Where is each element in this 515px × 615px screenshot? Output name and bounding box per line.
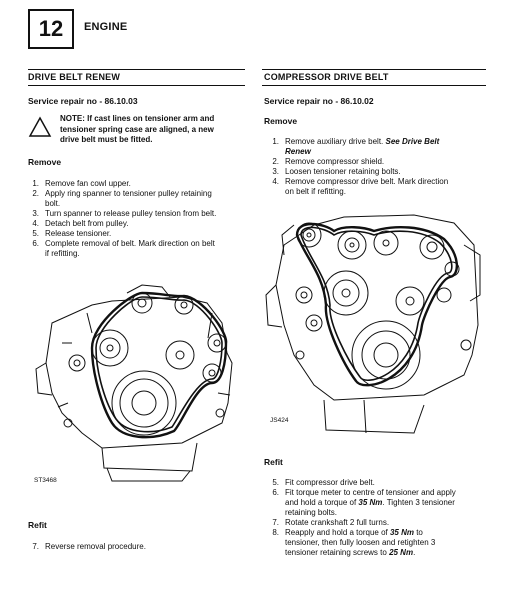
right-figure-label: JS424: [270, 417, 289, 424]
right-refit-steps: 5. Fit compressor drive belt. 6. Fit tor…: [264, 478, 490, 558]
step-item: 4. Detach belt from pulley.: [24, 219, 245, 229]
drive-belt-figure: [35, 284, 233, 482]
step-number: 3.: [272, 167, 279, 176]
step-line: if refitting.: [45, 249, 80, 258]
left-refit-label: Refit: [28, 520, 47, 530]
right-step-5: 5. Fit compressor drive belt.: [272, 478, 375, 487]
step-number: 3.: [32, 209, 39, 218]
step-line: Complete removal of belt. Mark direction…: [45, 239, 215, 248]
step-text: Loosen tensioner retaining bolts.: [285, 167, 490, 177]
step-line: Turn spanner to release pulley tension f…: [45, 209, 217, 218]
right-step-8: 8. Reapply and hold a torque of 35 Nm to…: [272, 528, 436, 557]
header-rule-right: [262, 69, 486, 70]
note-line-1: If cast lines on tensioner arm and: [84, 114, 215, 123]
step-line: Remove compressor drive belt. Mark direc…: [285, 177, 449, 186]
right-remove-label: Remove: [264, 116, 298, 126]
step-item: 3. Loosen tensioner retaining bolts.: [264, 167, 490, 177]
right-title: COMPRESSOR DRIVE BELT: [264, 72, 389, 82]
left-title-rule: [28, 85, 245, 86]
right-step-1: 1. Remove auxiliary drive belt. See Driv…: [272, 137, 440, 156]
step-item: 3. Turn spanner to release pulley tension…: [24, 209, 245, 219]
step-item: 7. Reverse removal procedure.: [24, 542, 245, 552]
step-text: Detach belt from pulley.: [45, 219, 245, 229]
left-title: DRIVE BELT RENEW: [28, 72, 121, 82]
step-text: Apply ring spanner to tensioner pulley r…: [45, 189, 245, 209]
step-line: Remove fan cowl upper.: [45, 179, 131, 188]
step-line: Reverse removal procedure.: [45, 542, 146, 551]
left-service-repair: Service repair no - 86.10.03: [28, 96, 138, 106]
left-remove-label: Remove: [28, 157, 62, 167]
right-refit-label: Refit: [264, 457, 283, 467]
header-rule-left: [28, 69, 245, 70]
step-number: 4.: [32, 219, 39, 228]
note-line-2: tensioner spring case are aligned, a new: [60, 124, 214, 134]
step-number: 2.: [32, 189, 39, 198]
step-line: bolt.: [45, 199, 61, 208]
left-refit-steps: 7. Reverse removal procedure.: [24, 542, 245, 552]
step-item: 2. Apply ring spanner to tensioner pulley…: [24, 189, 245, 209]
warning-triangle-icon: [28, 116, 52, 137]
section-title: ENGINE: [84, 21, 128, 33]
step-text: Release tensioner.: [45, 229, 245, 239]
left-figure-label: ST3468: [34, 477, 57, 484]
right-step-7: 7. Rotate crankshaft 2 full turns.: [272, 518, 390, 527]
note-prefix: NOTE:: [60, 114, 85, 123]
right-remove-steps: 1. Remove auxiliary drive belt. See Driv…: [264, 137, 490, 197]
cross-reference-link[interactable]: See Drive Belt: [385, 137, 440, 146]
step-item: 2. Remove compressor shield.: [264, 157, 490, 167]
step-text: Remove compressor drive belt. Mark direc…: [285, 177, 490, 197]
step-item: 5. Release tensioner.: [24, 229, 245, 239]
step-item: 6. Complete removal of belt. Mark directi…: [24, 239, 245, 259]
compressor-belt-figure: [265, 214, 481, 434]
left-note: NOTE: If cast lines on tensioner arm and…: [60, 114, 245, 146]
note-line-3: drive belt must be fitted.: [60, 135, 153, 144]
step-text: Reverse removal procedure.: [45, 542, 245, 552]
step-line: Detach belt from pulley.: [45, 219, 129, 228]
step-line: Release tensioner.: [45, 229, 112, 238]
right-title-rule: [262, 85, 486, 86]
step-item: 1. Remove fan cowl upper.: [24, 179, 245, 189]
right-service-repair: Service repair no - 86.10.02: [264, 96, 374, 106]
step-number: 2.: [272, 157, 279, 166]
step-line: on belt if refitting.: [285, 187, 346, 196]
right-step-6: 6. Fit torque meter to centre of tension…: [272, 488, 456, 517]
step-number: 4.: [272, 177, 279, 186]
step-number: 6.: [32, 239, 39, 248]
step-item: 4. Remove compressor drive belt. Mark dir…: [264, 177, 490, 197]
step-line: Remove compressor shield.: [285, 157, 385, 166]
step-text: Remove fan cowl upper.: [45, 179, 245, 189]
step-number: 7.: [32, 542, 39, 551]
step-line: Loosen tensioner retaining bolts.: [285, 167, 401, 176]
step-number: 5.: [32, 229, 39, 238]
step-number: 1.: [32, 179, 39, 188]
page-number: 12: [28, 9, 74, 49]
step-text: Turn spanner to release pulley tension f…: [45, 209, 245, 219]
left-remove-steps: 1. Remove fan cowl upper. 2. Apply ring spa…: [24, 179, 245, 259]
step-line: Apply ring spanner to tensioner pulley r…: [45, 189, 212, 198]
step-text: Complete removal of belt. Mark direction…: [45, 239, 245, 259]
step-text: Remove compressor shield.: [285, 157, 490, 167]
